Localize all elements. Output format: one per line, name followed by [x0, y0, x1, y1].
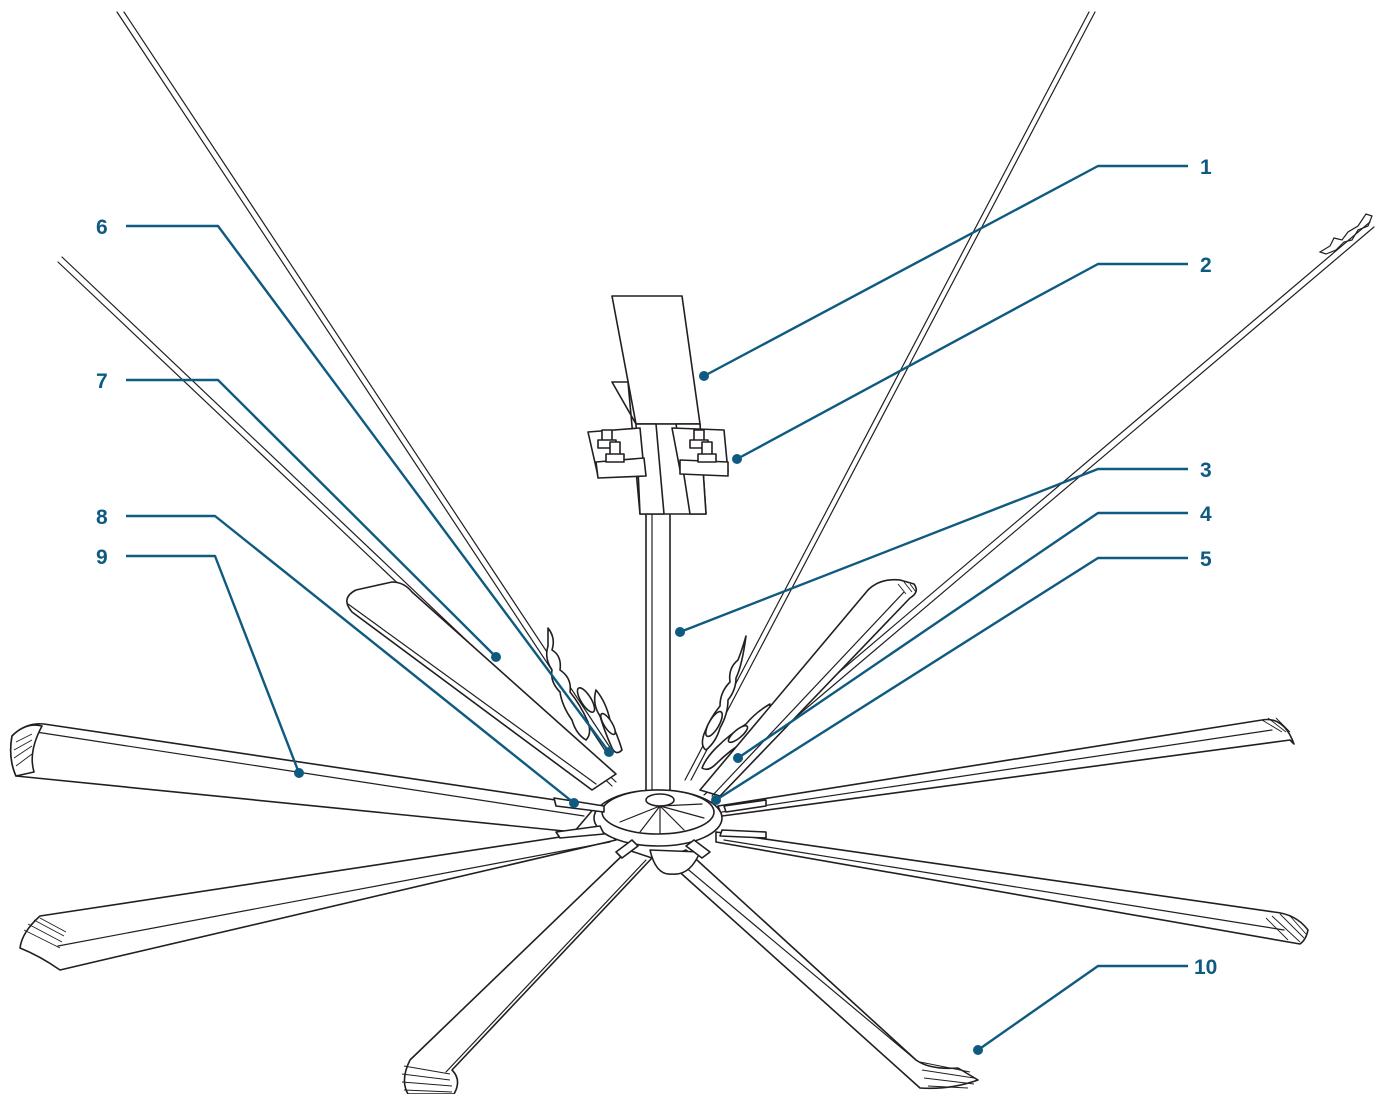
leader-dot-9 — [294, 768, 304, 778]
leader-dot-2 — [732, 454, 742, 464]
mount-assembly — [587, 295, 729, 803]
callout-number-3: 3 — [1200, 459, 1212, 482]
back-blades — [346, 578, 918, 797]
leader-line-5 — [715, 556, 1188, 802]
callout-number-6: 6 — [96, 216, 108, 239]
front-blades — [9, 717, 1309, 1094]
callout-number-10: 10 — [1194, 956, 1217, 979]
callout-numbers: 1 2 3 4 5 6 7 8 9 10 — [96, 156, 1217, 979]
callout-number-5: 5 — [1200, 548, 1212, 571]
leader-dot-3 — [675, 627, 685, 637]
callout-number-2: 2 — [1200, 254, 1212, 277]
callout-number-7: 7 — [96, 370, 108, 393]
leader-dot-5 — [711, 795, 721, 805]
leader-dot-6 — [604, 747, 614, 757]
leader-dot-7 — [491, 652, 501, 662]
callout-number-1: 1 — [1200, 156, 1212, 179]
leader-dot-4 — [733, 753, 743, 763]
leader-line-3 — [679, 467, 1188, 634]
leader-line-7 — [126, 378, 497, 658]
leader-dot-8 — [569, 798, 579, 808]
leader-line-8 — [126, 514, 575, 804]
callout-leaders — [126, 164, 1188, 1055]
leader-dot-1 — [699, 371, 709, 381]
leader-line-10 — [977, 964, 1188, 1051]
leader-line-6 — [126, 224, 610, 753]
callout-number-9: 9 — [96, 546, 108, 569]
guy-wires — [57, 11, 1375, 796]
leader-line-9 — [126, 554, 301, 774]
leader-dot-10 — [973, 1045, 983, 1055]
callout-number-8: 8 — [96, 506, 108, 529]
leader-line-2 — [736, 262, 1188, 461]
callout-number-4: 4 — [1200, 503, 1212, 526]
leader-line-4 — [737, 511, 1188, 759]
fan-hub-drawing — [553, 789, 767, 875]
leader-line-1 — [703, 164, 1188, 378]
